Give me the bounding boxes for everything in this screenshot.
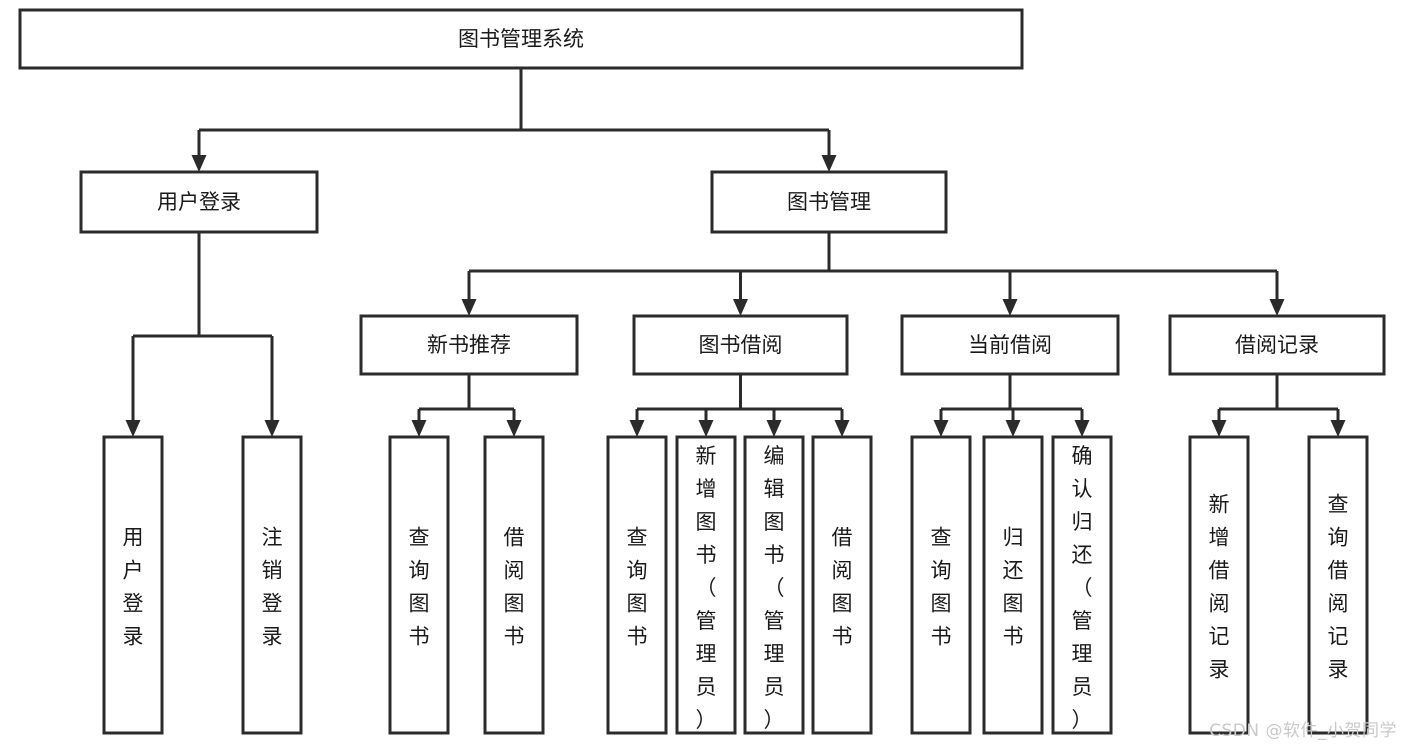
node-box xyxy=(1188,435,1250,735)
node-box xyxy=(483,435,545,735)
node-label: 用户登录 xyxy=(123,526,144,649)
connector-borrow xyxy=(629,374,850,437)
node-label: 借阅记录 xyxy=(1235,333,1319,357)
node-bookmgmt[interactable]: 图书管理 xyxy=(710,170,948,234)
node-root[interactable]: 图书管理系统 xyxy=(18,8,1024,70)
node-box xyxy=(388,435,450,735)
node-label: 当前借阅 xyxy=(968,333,1052,357)
node-label: 新增借阅记录 xyxy=(1209,493,1230,682)
connector-login xyxy=(125,232,280,437)
node-box xyxy=(710,170,948,234)
connector-newbook xyxy=(411,374,522,437)
node-label: 编辑图书（管理员） xyxy=(764,444,785,732)
node-leaf-borrow-book-1[interactable]: 借阅图书 xyxy=(483,435,545,735)
connector-bookmgmt xyxy=(461,232,1285,316)
node-borrow[interactable]: 图书借阅 xyxy=(632,314,849,376)
node-box xyxy=(632,314,849,376)
node-layer: 图书管理系统用户登录图书管理新书推荐图书借阅当前借阅借阅记录用户登录注销登录查询… xyxy=(18,8,1386,735)
node-box xyxy=(982,435,1044,735)
node-label: 用户登录 xyxy=(157,190,241,214)
node-box xyxy=(675,435,737,735)
node-label: 查询图书 xyxy=(409,526,430,649)
node-leaf-borrow-book-2[interactable]: 借阅图书 xyxy=(811,435,873,735)
connector-record xyxy=(1211,374,1346,437)
node-box xyxy=(910,435,972,735)
node-login[interactable]: 用户登录 xyxy=(79,170,319,234)
node-leaf-logout[interactable]: 注销登录 xyxy=(241,435,303,735)
node-label: 图书借阅 xyxy=(699,333,783,357)
node-box xyxy=(1168,314,1386,376)
node-box xyxy=(241,435,303,735)
node-label: 图书管理 xyxy=(787,190,871,214)
node-label: 归还图书 xyxy=(1003,526,1024,649)
node-box xyxy=(18,8,1024,70)
node-label: 新书推荐 xyxy=(427,333,511,357)
node-label: 注销登录 xyxy=(262,526,283,649)
node-label: 借阅图书 xyxy=(832,526,853,649)
node-box xyxy=(811,435,873,735)
connector-root xyxy=(191,68,837,172)
node-record[interactable]: 借阅记录 xyxy=(1168,314,1386,376)
node-label: 确认归还（管理员） xyxy=(1072,444,1093,732)
node-box xyxy=(359,314,579,376)
node-newbook[interactable]: 新书推荐 xyxy=(359,314,579,376)
node-label: 新增图书（管理员） xyxy=(696,444,717,732)
node-box xyxy=(79,170,319,234)
node-leaf-confirm-return[interactable]: 确认归还（管理员） xyxy=(1051,435,1113,735)
node-box xyxy=(743,435,805,735)
node-label: 图书管理系统 xyxy=(458,27,584,51)
node-label: 借阅图书 xyxy=(504,526,525,649)
node-box xyxy=(1307,435,1369,735)
node-box xyxy=(1051,435,1113,735)
node-leaf-add-book[interactable]: 新增图书（管理员） xyxy=(675,435,737,735)
node-leaf-query-record[interactable]: 查询借阅记录 xyxy=(1307,435,1369,735)
connector-layer xyxy=(125,68,1346,437)
node-current[interactable]: 当前借阅 xyxy=(900,314,1120,376)
node-box xyxy=(900,314,1120,376)
node-leaf-query-book-2[interactable]: 查询图书 xyxy=(606,435,668,735)
node-leaf-return-book[interactable]: 归还图书 xyxy=(982,435,1044,735)
node-box xyxy=(606,435,668,735)
node-label: 查询图书 xyxy=(931,526,952,649)
node-leaf-edit-book[interactable]: 编辑图书（管理员） xyxy=(743,435,805,735)
node-leaf-query-book-3[interactable]: 查询图书 xyxy=(910,435,972,735)
node-leaf-query-book-1[interactable]: 查询图书 xyxy=(388,435,450,735)
connector-current xyxy=(933,374,1090,437)
node-leaf-add-record[interactable]: 新增借阅记录 xyxy=(1188,435,1250,735)
node-label: 查询借阅记录 xyxy=(1328,493,1349,682)
node-label: 查询图书 xyxy=(627,526,648,649)
node-leaf-user-login[interactable]: 用户登录 xyxy=(102,435,164,735)
node-box xyxy=(102,435,164,735)
